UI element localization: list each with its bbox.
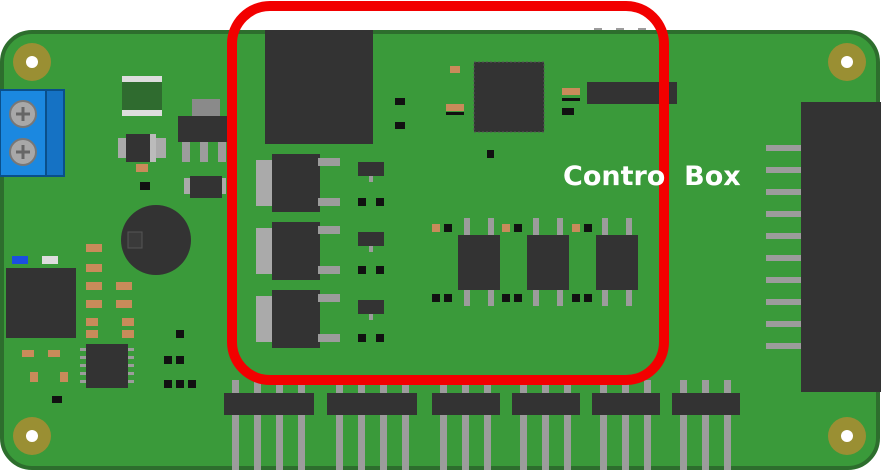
top-pin-header [587, 82, 677, 104]
mounting-holes [13, 43, 866, 455]
soic-chip [80, 344, 134, 388]
sot-transistors [358, 162, 384, 320]
mosfet-resistors [432, 224, 592, 302]
inductor [122, 76, 162, 116]
right-connector [766, 102, 881, 392]
small-transistor [184, 176, 226, 198]
small-smd-parts [52, 182, 196, 403]
highlight-rectangle [227, 1, 669, 385]
dpak-regulators [256, 154, 340, 348]
board-label: Contro Box [563, 161, 741, 192]
smd-pairs [358, 98, 494, 342]
diode [118, 134, 166, 162]
mosfet-chips [458, 218, 638, 306]
voltage-regulator [178, 99, 230, 162]
qfn-microcontroller [473, 61, 545, 133]
buzzer [121, 205, 191, 275]
power-module [265, 30, 373, 144]
bottom-pin-headers [224, 380, 740, 470]
left-chip [6, 256, 76, 338]
passive-components [22, 164, 148, 382]
screw-terminal [0, 89, 65, 177]
smd-resistors-mcu [446, 66, 580, 115]
